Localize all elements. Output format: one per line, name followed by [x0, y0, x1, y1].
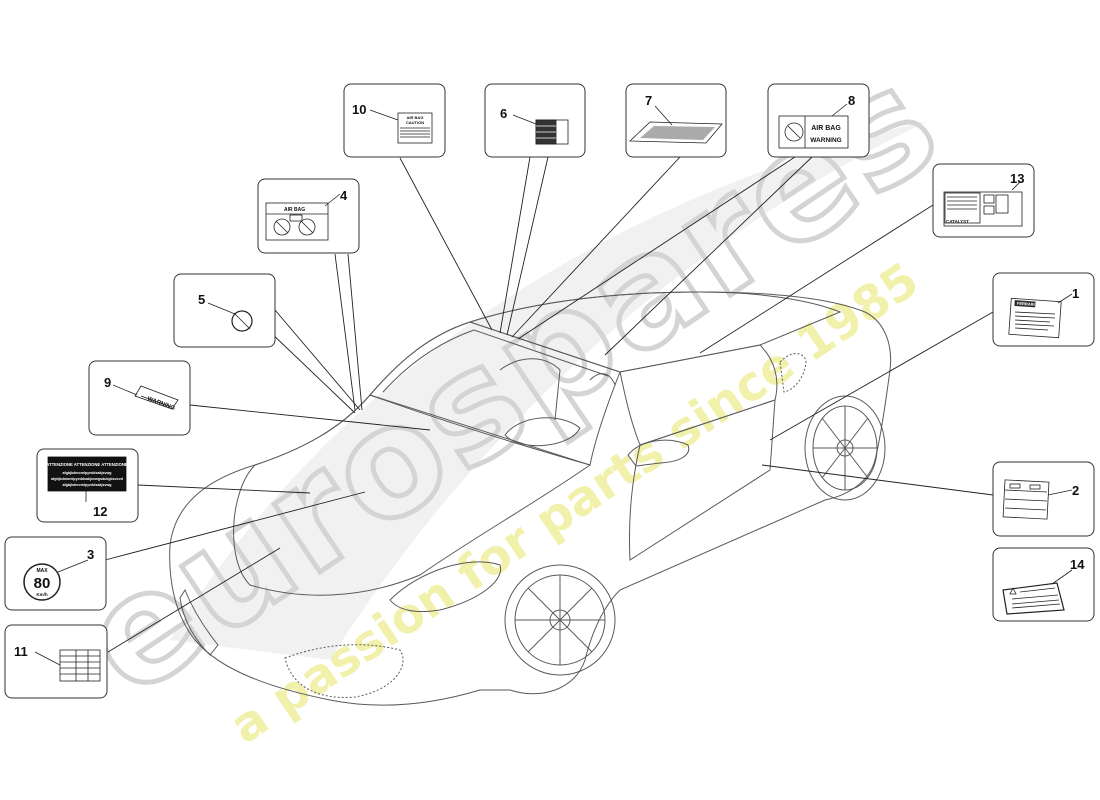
- leader-3: [104, 491, 366, 561]
- decal-12-text-header: ATTENZIONE ATTENZIONE ATTENZIONE: [46, 462, 128, 467]
- leader-5b: [267, 329, 356, 414]
- decal-8: [778, 103, 849, 149]
- decal-1-text: FERRARI: [1017, 301, 1035, 307]
- mirror: [627, 439, 690, 467]
- decal-7: [629, 105, 723, 144]
- front-intake: [179, 588, 219, 656]
- lower-grille: [284, 644, 404, 698]
- decal-10-text-line1: AIR BAG: [407, 115, 424, 120]
- callout-number-10: 10: [352, 102, 366, 117]
- leader-11: [107, 547, 281, 653]
- callout-number-5: 5: [198, 292, 205, 307]
- callout-number-13: 13: [1010, 171, 1024, 186]
- headlight: [389, 561, 502, 613]
- decal-1: [1008, 293, 1073, 339]
- decal-4-text: AIR BAG: [284, 207, 305, 213]
- leader-5a: [274, 309, 361, 411]
- decal-12-text-line2: afgbjkdmomlpyeddsakjsvwgsdukgbsvcvd: [51, 477, 123, 481]
- rear-wheel: [804, 395, 886, 501]
- leader-13: [699, 204, 934, 354]
- leader-1: [769, 311, 994, 441]
- decal-3-text-value: 80: [34, 575, 51, 592]
- decal-13: [943, 181, 1023, 227]
- decal-9: [112, 384, 179, 410]
- door: [628, 399, 776, 561]
- decal-sketches: [23, 103, 1073, 682]
- callout-number-2: 2: [1072, 483, 1079, 498]
- leader-lines: [104, 156, 994, 653]
- side-intake: [779, 353, 807, 393]
- callout-number-3: 3: [87, 547, 94, 562]
- decal-3-text-unit: Km/h: [36, 592, 48, 597]
- decal-10-text-line2: CAUTION: [406, 120, 424, 125]
- decal-2: [1002, 479, 1073, 520]
- seats: [499, 358, 616, 421]
- callout-box-7[interactable]: [625, 83, 727, 158]
- leader-8b: [604, 156, 813, 356]
- car-outline: [169, 291, 892, 706]
- callout-number-14: 14: [1070, 557, 1085, 572]
- decal-14: [1002, 569, 1073, 615]
- decal-6: [512, 114, 569, 145]
- callout-number-6: 6: [500, 106, 507, 121]
- callout-numbers: 10 6 7 8 13 4 5 1 9 12 2 3 14 11: [14, 93, 1085, 659]
- leader-7: [511, 156, 681, 338]
- front-wheel: [504, 564, 616, 676]
- leader-9: [189, 404, 431, 431]
- leader-10a: [399, 157, 493, 331]
- decal-12: [47, 456, 127, 502]
- decal-5: [207, 302, 253, 332]
- callout-number-11: 11: [14, 644, 28, 659]
- watermark-swoosh: [170, 120, 930, 660]
- decal-8-text-line2: WARNING: [810, 137, 841, 144]
- decal-11: [34, 649, 101, 682]
- decal-3: [23, 559, 89, 601]
- decal-4: [265, 193, 341, 241]
- steering-wheel: [504, 417, 581, 447]
- decal-13-text: CATALYST: [946, 219, 969, 224]
- callout-number-1: 1: [1072, 286, 1079, 301]
- callout-number-4: 4: [340, 188, 348, 203]
- leader-4b: [334, 253, 356, 411]
- callout-number-12: 12: [93, 504, 107, 519]
- windshield: [369, 321, 621, 466]
- hood: [233, 394, 592, 596]
- roof: [468, 291, 842, 373]
- callout-number-8: 8: [848, 93, 855, 108]
- leader-12: [137, 484, 311, 494]
- callout-box-5[interactable]: [173, 273, 276, 348]
- decal-3-text-max: MAX: [36, 568, 48, 574]
- leader-8a: [517, 156, 796, 340]
- leader-4a: [347, 253, 363, 411]
- decal-12-text-line1: afgbjkdmomlpyeddsakjsvwg: [63, 471, 112, 475]
- leader-2: [761, 464, 994, 496]
- decal-8-text-line1: AIR BAG: [811, 125, 841, 132]
- callout-number-7: 7: [645, 93, 652, 108]
- callout-number-9: 9: [104, 375, 111, 390]
- decal-12-text-line3: afgbjkdmomlpyeddsakjsvwg: [63, 483, 112, 487]
- leader-6a: [499, 156, 531, 334]
- decal-10: [369, 109, 433, 144]
- leader-6b: [506, 156, 549, 336]
